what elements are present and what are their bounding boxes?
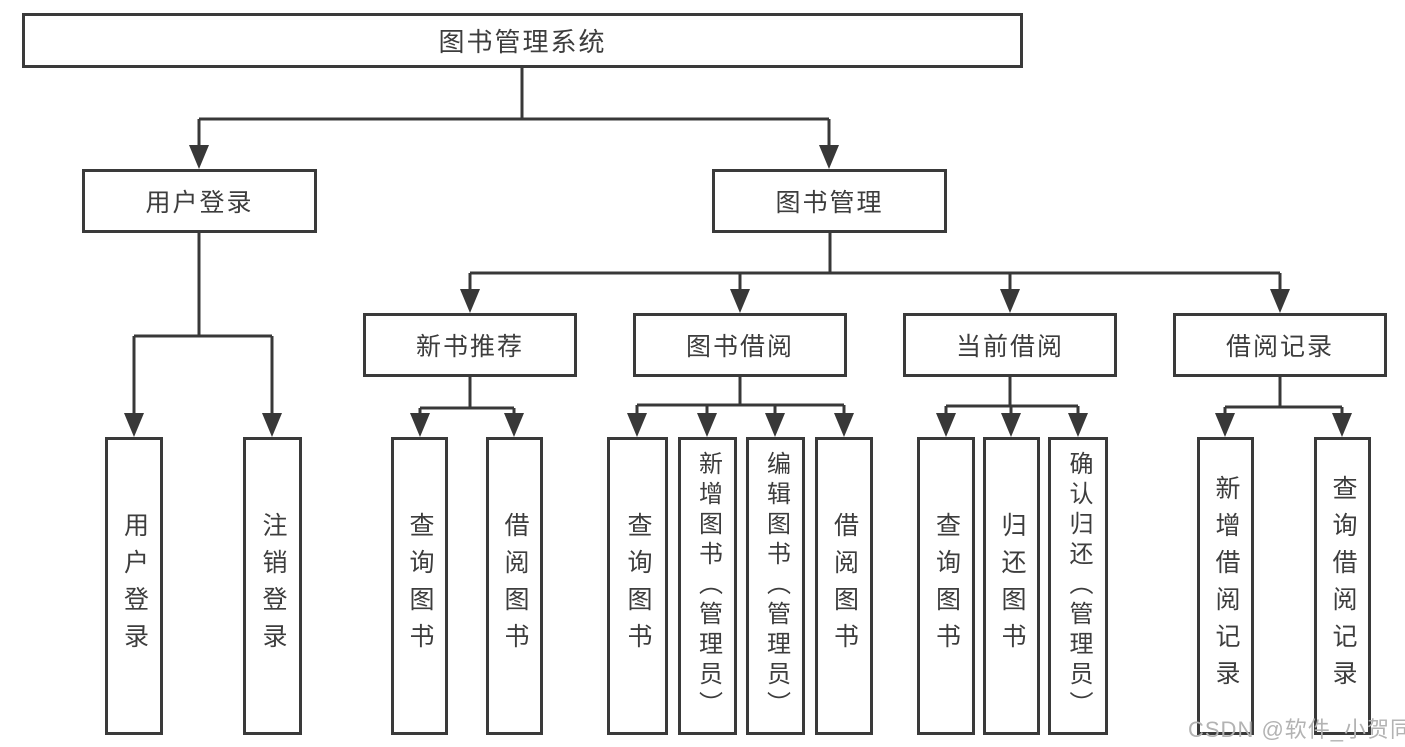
arrowheads: [124, 145, 1352, 437]
node-leaf-cb-query-book: 查询图书: [917, 437, 975, 735]
connector-book-borrow: [635, 377, 846, 414]
node-new-book-recommend-label: 新书推荐: [415, 333, 524, 361]
node-current-borrow: 当前借阅: [903, 313, 1117, 377]
node-borrow-record-label: 借阅记录: [1225, 333, 1334, 361]
node-leaf-bb-query-book: 查询图书: [607, 437, 668, 735]
node-leaf-bb-add-book: 新增图书（管理员）: [678, 437, 737, 735]
node-leaf-bb-query-book-label: 查询图书: [624, 512, 652, 660]
node-leaf-cb-confirm-return-label: 确认归还（管理员）: [1065, 451, 1092, 721]
node-leaf-bb-edit-book-label: 编辑图书（管理员）: [762, 451, 790, 721]
connector-level1: [197, 68, 831, 146]
node-leaf-nb-query-book: 查询图书: [391, 437, 448, 735]
node-new-book-recommend: 新书推荐: [363, 313, 577, 377]
node-user-login-label: 用户登录: [145, 189, 254, 217]
node-leaf-bb-borrow-book-label: 借阅图书: [830, 512, 859, 660]
node-leaf-cb-return-book: 归还图书: [983, 437, 1040, 735]
node-leaf-nb-query-book-label: 查询图书: [406, 512, 434, 660]
connector-book-mgmt: [468, 233, 1282, 290]
node-leaf-br-add-record-label: 新增借阅记录: [1212, 475, 1240, 697]
connector-user-login: [132, 233, 274, 414]
connector-borrow-record: [1223, 377, 1344, 414]
node-leaf-user-login-label: 用户登录: [120, 512, 149, 660]
node-leaf-cb-query-book-label: 查询图书: [932, 512, 961, 660]
node-leaf-logout-label: 注销登录: [259, 512, 287, 660]
node-system-label: 图书管理系统: [438, 27, 607, 57]
connector-new-book-rec: [418, 377, 516, 414]
node-leaf-bb-edit-book: 编辑图书（管理员）: [746, 437, 805, 735]
node-leaf-bb-borrow-book: 借阅图书: [815, 437, 873, 735]
node-leaf-logout: 注销登录: [243, 437, 302, 735]
node-book-mgmt: 图书管理: [712, 169, 947, 233]
node-user-login: 用户登录: [82, 169, 317, 233]
node-leaf-br-add-record: 新增借阅记录: [1197, 437, 1254, 735]
connector-current-borrow: [944, 377, 1080, 414]
node-leaf-br-query-record-label: 查询借阅记录: [1329, 475, 1357, 697]
node-current-borrow-label: 当前借阅: [955, 333, 1064, 361]
node-book-borrow: 图书借阅: [633, 313, 847, 377]
node-book-borrow-label: 图书借阅: [685, 333, 794, 361]
node-leaf-nb-borrow-book-label: 借阅图书: [501, 512, 529, 660]
node-borrow-record: 借阅记录: [1173, 313, 1387, 377]
node-leaf-cb-return-book-label: 归还图书: [998, 512, 1026, 660]
node-leaf-cb-confirm-return: 确认归还（管理员）: [1048, 437, 1108, 735]
node-leaf-nb-borrow-book: 借阅图书: [486, 437, 543, 735]
node-leaf-bb-add-book-label: 新增图书（管理员）: [694, 451, 722, 721]
csdn-watermark: CSDN @软件_小贺同学: [1188, 717, 1405, 742]
node-book-mgmt-label: 图书管理: [775, 189, 884, 217]
node-system: 图书管理系统: [22, 13, 1023, 68]
node-leaf-user-login: 用户登录: [105, 437, 163, 735]
node-leaf-br-query-record: 查询借阅记录: [1314, 437, 1371, 735]
